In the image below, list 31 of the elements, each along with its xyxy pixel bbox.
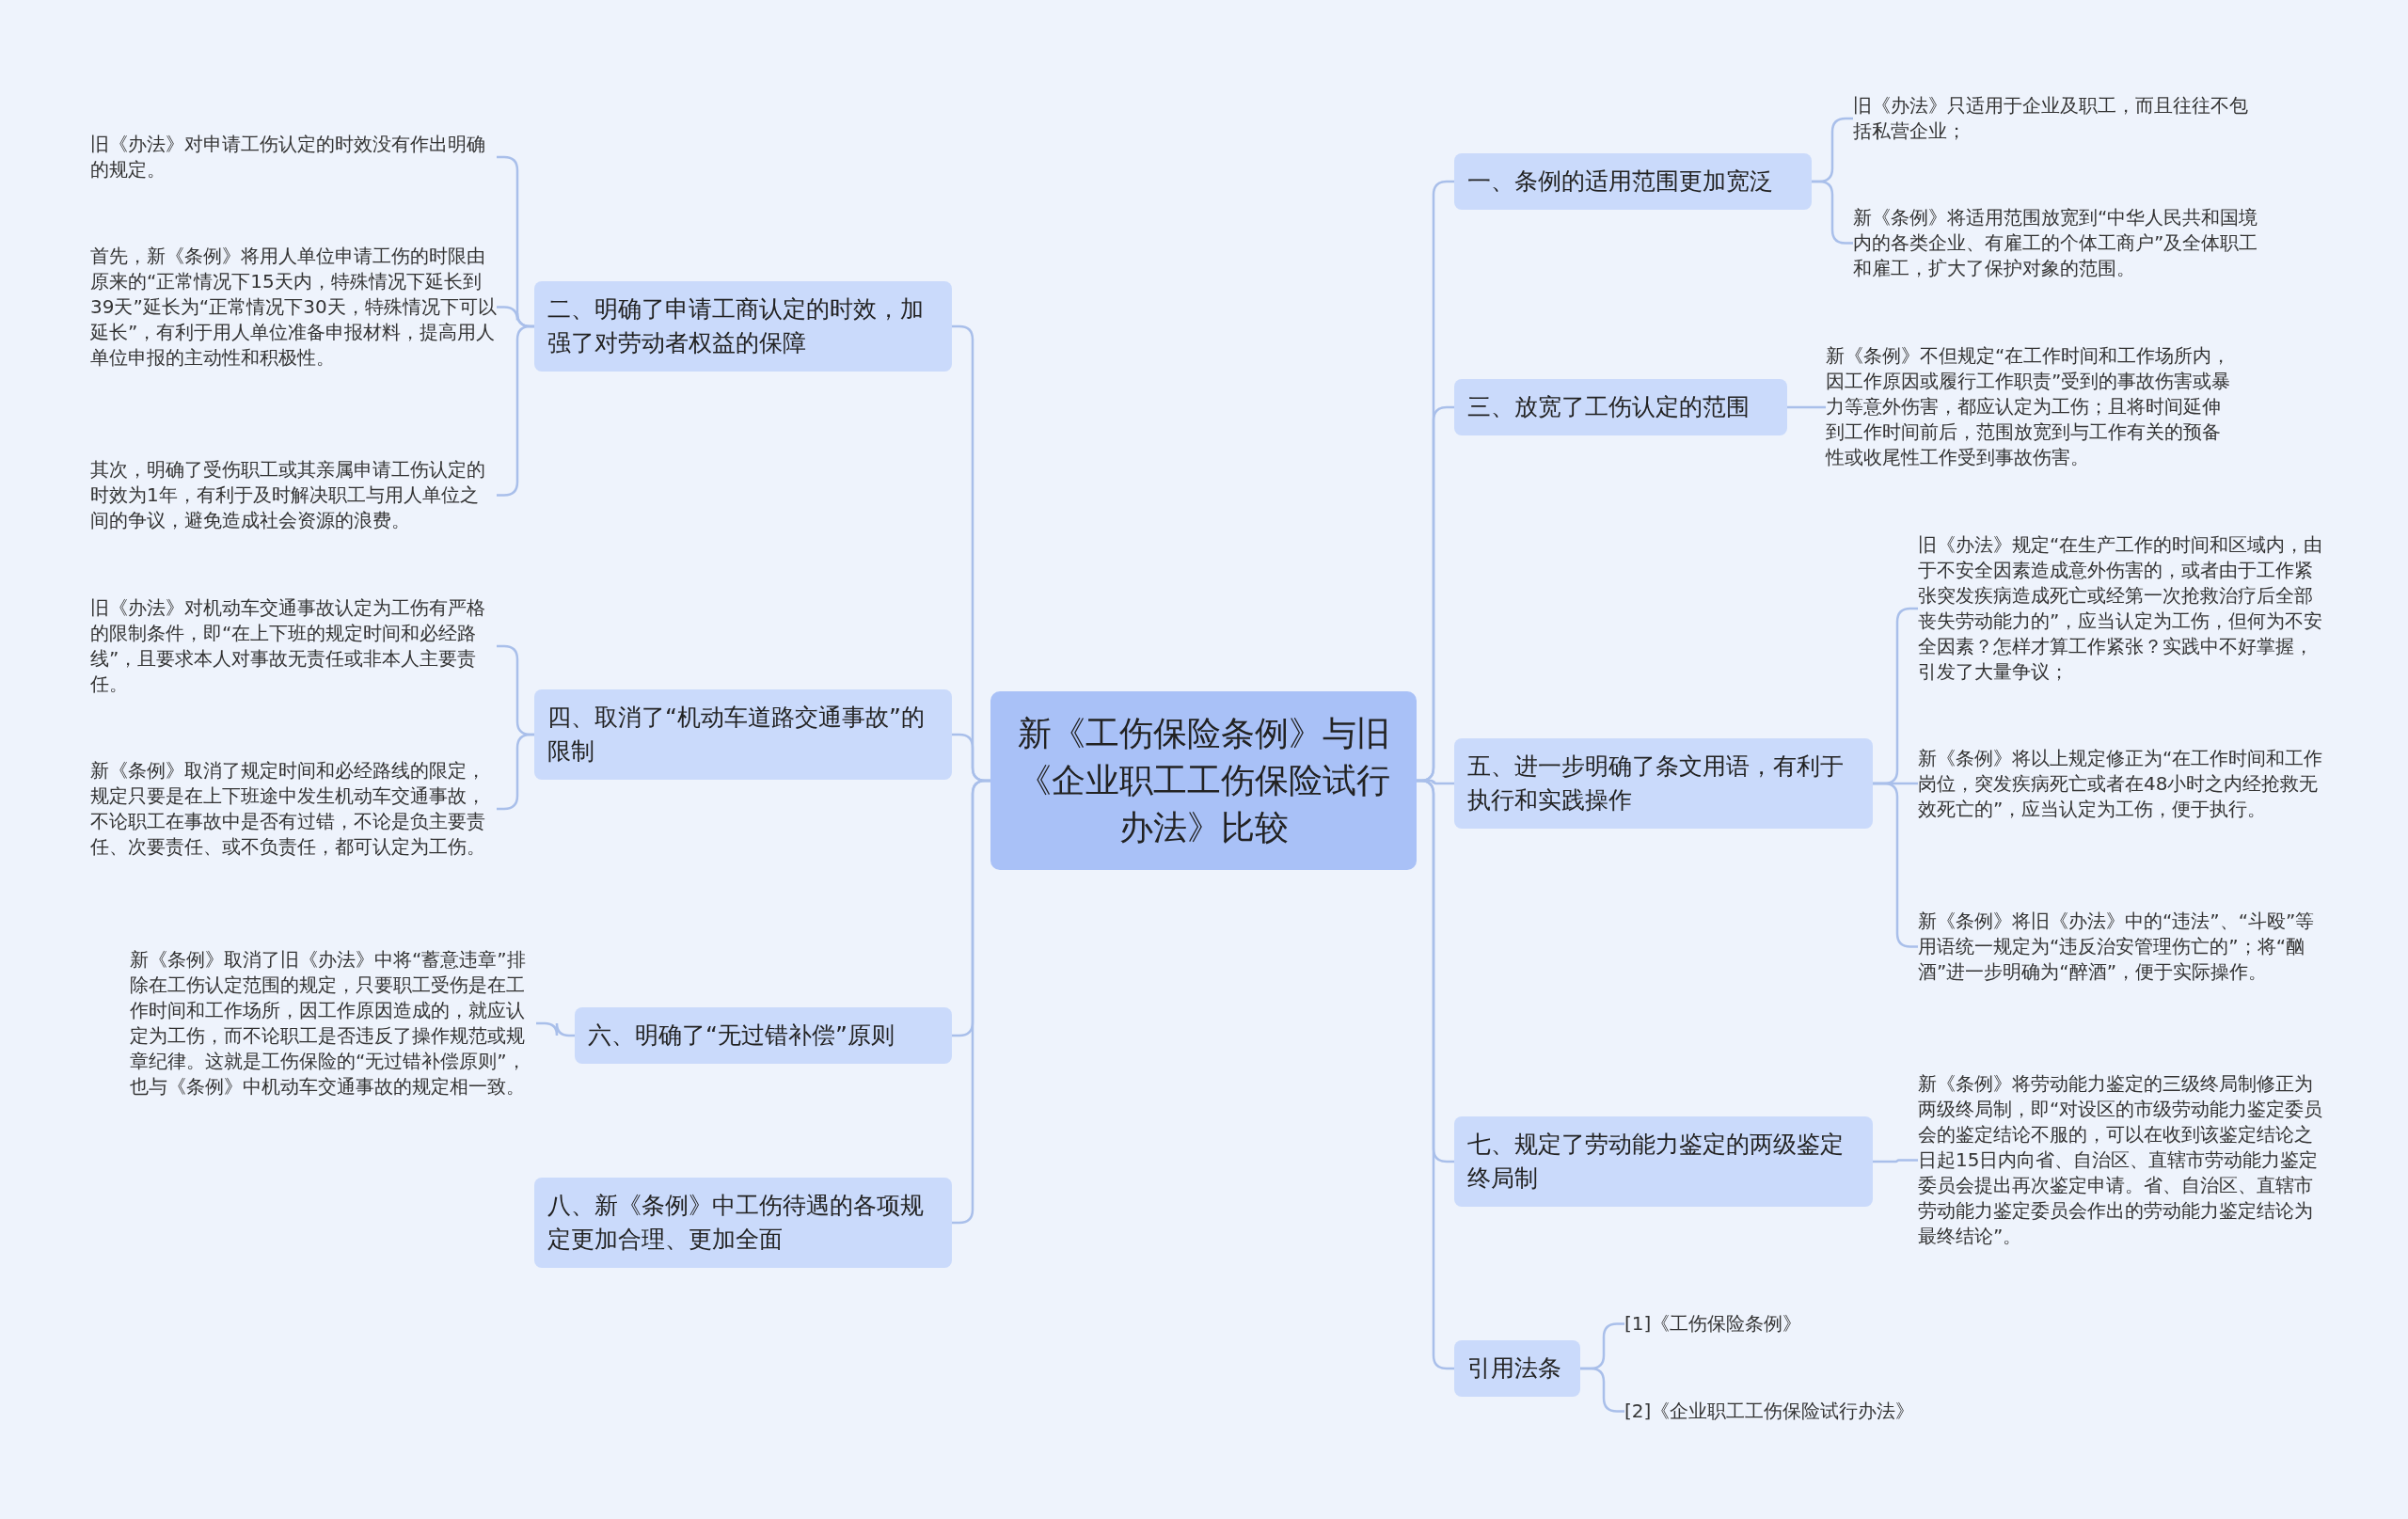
connector-line [952,779,990,1225]
connector-line [536,1021,575,1037]
branch-topic-box: 六、明确了“无过错补偿”原则 [575,1007,952,1064]
branch-topic-box: 四、取消了“机动车道路交通事故”的限制 [534,689,952,780]
detail-text: 新《条例》将劳动能力鉴定的三级终局制修正为两级终局制，即“对设区的市级劳动能力鉴定委员会的鉴定结论不服的，可以在收到该鉴定结论之日起15日内向省、自治区、直辖市劳动能力鉴定委员会提出再次鉴定申请。省、自治区、直辖市劳动能力鉴定委员会作出的劳动能力鉴定结论为最终结论”。 [1918,1071,2324,1249]
central-topic-box: 新《工伤保险条例》与旧《企业职工工伤保险试行办法》比较 [990,691,1417,870]
branch-topic-box: 三、放宽了工伤认定的范围 [1454,379,1787,435]
detail-text: 旧《办法》对申请工伤认定的时效没有作出明确的规定。 [90,132,497,182]
branch-topic-box: 七、规定了劳动能力鉴定的两级鉴定终局制 [1454,1116,1873,1207]
detail-text: 新《条例》不但规定“在工作时间和工作场所内，因工作原因或履行工作职责”受到的事故伤害或暴力等意外伤害，都应认定为工伤；且将时间延伸到工作时间前后，范围放宽到与工作有关的预备性或收尾性工作受到事故伤害。 [1826,343,2232,470]
detail-text: [1]《工伤保险条例》 [1624,1311,2001,1337]
detail-text: 新《条例》将以上规定修正为“在工作时间和工作岗位，突发疾病死亡或者在48小时之内经抢救无效死亡的”，应当认定为工伤，便于执行。 [1918,746,2324,822]
detail-text: 旧《办法》规定“在生产工作的时间和区域内，由于不安全因素造成意外伤害的，或者由于工作紧张突发疾病造成死亡或经第一次抢救治疗后全部丧失劳动能力的”，应当认定为工伤，但何为不安全因素？怎样才算工作紧张？实践中不好掌握，引发了大量争议； [1918,532,2324,685]
connector-line [1580,1367,1624,1413]
branch-topic-box: 二、明确了申请工商认定的时效，加强了对劳动者权益的保障 [534,281,952,372]
detail-text: 新《条例》将适用范围放宽到“中华人民共和国境内的各类企业、有雇工的个体工商户”及全体职工和雇工，扩大了保护对象的范围。 [1853,205,2259,281]
connector-line [1812,180,1853,245]
branch-topic-box: 引用法条 [1454,1340,1580,1397]
branch-topic-box: 一、条例的适用范围更加宽泛 [1454,153,1812,210]
detail-text: 旧《办法》只适用于企业及职工，而且往往不包括私营企业； [1853,93,2259,144]
connector-line [1873,1159,1918,1163]
connector-line [1787,405,1826,409]
detail-text: 新《条例》将旧《办法》中的“违法”、“斗殴”等用语统一规定为“违反治安管理伤亡的”；将“酗酒”进一步明确为“醉酒”，便于实际操作。 [1918,909,2324,985]
branch-topic-box: 八、新《条例》中工伤待遇的各项规定更加合理、更加全面 [534,1178,952,1268]
detail-text: 新《条例》取消了旧《办法》中将“蓄意违章”排除在工伤认定范围的规定，只要职工受伤是在工作时间和工作场所，因工作原因造成的，就应认定为工伤，而不论职工是否违反了操作规范或规章纪律。这就是工伤保险的“无过错补偿原则”，也与《条例》中机动车交通事故的规定相一致。 [130,947,536,1100]
detail-text: 新《条例》取消了规定时间和必经路线的限定，规定只要是在上下班途中发生机动车交通事故，不论职工在事故中是否有过错，不论是负主要责任、次要责任、或不负责任，都可认定为工伤。 [90,758,497,860]
detail-text: [2]《企业职工工伤保险试行办法》 [1624,1399,2001,1424]
detail-text: 旧《办法》对机动车交通事故认定为工伤有严格的限制条件，即“在上下班的规定时间和必经路线”，且要求本人对事故无责任或非本人主要责任。 [90,595,497,697]
detail-text: 其次，明确了受伤职工或其亲属申请工伤认定的时效为1年，有利于及时解决职工与用人单位之间的争议，避免造成社会资源的浪费。 [90,457,497,533]
branch-topic-box: 五、进一步明确了条文用语，有利于执行和实践操作 [1454,738,1873,829]
detail-text: 首先，新《条例》将用人单位申请工伤的时限由原来的“正常情况下15天内，特殊情况下延长到39天”延长为“正常情况下30天，特殊情况下可以延长”，有利于用人单位准备申报材料，提高用人单位申报的主动性和积极性。 [90,244,497,371]
